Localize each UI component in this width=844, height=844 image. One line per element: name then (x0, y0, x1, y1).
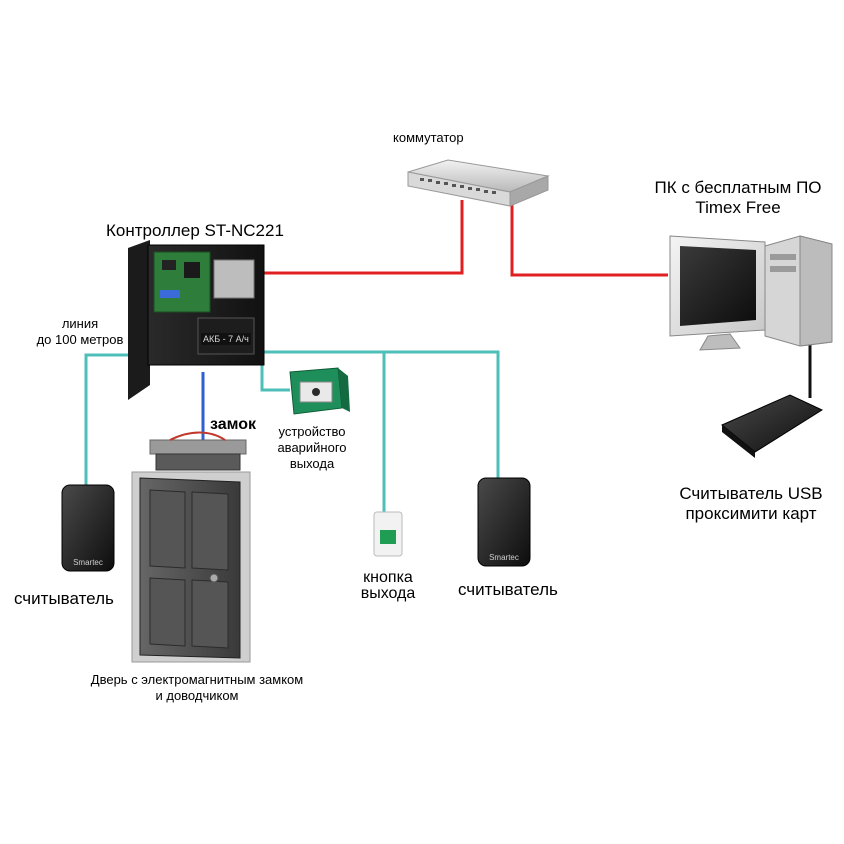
door (131, 471, 251, 663)
line-length-label: линия до 100 метров (24, 316, 136, 348)
pc-label: ПК с бесплатным ПО Timex Free (648, 178, 828, 218)
exit-button-label: кнопка выхода (346, 570, 430, 602)
line-length-label-line2: до 100 метров (36, 332, 124, 347)
reader-left-label: считыватель (14, 589, 114, 608)
reader-left-brand: Smartec (73, 558, 103, 567)
reader-right: Smartec (477, 477, 531, 567)
emergency-exit-label-line1: устройство (278, 424, 346, 439)
emergency-exit-label-line3: выхода (289, 456, 335, 471)
controller-box (128, 240, 265, 400)
ethernet-cable-pc (510, 200, 668, 277)
ethernet-cable-controller (262, 200, 464, 275)
pc-label-line1: ПК с бесплатным ПО (654, 178, 822, 197)
network-switch (407, 159, 550, 207)
exit-button (373, 511, 403, 557)
exit-button-label-line2: выхода (360, 585, 416, 602)
emergency-exit-device (289, 367, 350, 415)
magnetic-lock (149, 431, 247, 471)
lock-label: замок (210, 416, 257, 433)
usb-reader-label-line1: Считыватель USB (679, 484, 823, 503)
ethernet-cables (262, 200, 668, 277)
reader-right-label: считыватель (458, 580, 558, 599)
pc (669, 235, 833, 351)
reader-right-brand: Smartec (489, 553, 519, 562)
usb-card-reader (721, 394, 824, 458)
cable-bus (258, 350, 500, 480)
usb-reader-label: Считыватель USB проксимити карт (676, 484, 826, 524)
switch-label: коммутатор (393, 130, 464, 145)
emergency-exit-label-line2: аварийного (277, 440, 347, 455)
cable-reader-left (84, 353, 130, 492)
pc-label-line2: Timex Free (695, 198, 781, 217)
switch-ports (420, 178, 496, 194)
battery-label: АКБ - 7 А/ч (203, 334, 249, 344)
door-label-line1: Дверь с электромагнитным замком (90, 672, 304, 687)
controller-label: Контроллер ST-NC221 (106, 221, 284, 240)
door-label-line2: и доводчиком (155, 688, 239, 703)
door-label: Дверь с электромагнитным замком и доводч… (66, 672, 328, 704)
usb-reader-label-line2: проксимити карт (685, 504, 817, 523)
line-length-label-line1: линия (61, 316, 99, 331)
reader-left: Smartec (61, 484, 115, 572)
cable-emergency (260, 352, 290, 392)
emergency-exit-label: устройство аварийного выхода (270, 424, 354, 472)
exit-button-label-line1: кнопка (363, 569, 413, 586)
